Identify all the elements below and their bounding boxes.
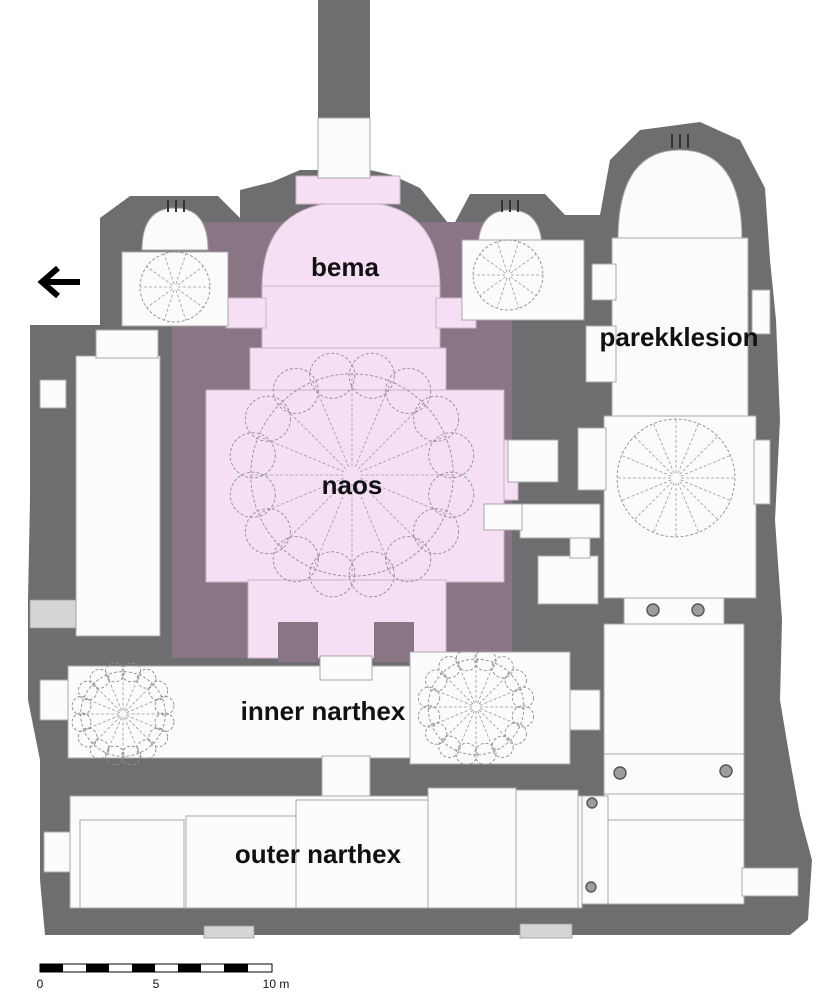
dome [139,251,211,323]
dome [229,352,475,598]
left-arrow-icon [37,265,80,299]
scale-tick-10: 10 m [263,977,290,991]
label-outer-narthex: outer narthex [235,839,402,869]
dome [71,662,175,766]
label-bema: bema [311,252,379,282]
columns [585,603,733,893]
label-parekklesion: parekklesion [600,322,759,352]
scale-tick-5: 5 [153,977,160,991]
column [586,797,598,809]
label-inner-narthex: inner narthex [241,696,406,726]
naos-bema-highlight [172,175,519,662]
column [646,603,660,617]
dome [472,239,544,311]
dome [616,418,736,538]
scale-bar: 0 5 10 m [37,963,290,991]
thresholds [29,599,573,939]
domes [71,239,736,766]
column [585,881,597,893]
label-naos: naos [322,470,383,500]
dome [417,648,535,766]
column [719,764,733,778]
column [613,766,627,780]
rooms [39,117,799,909]
scale-tick-0: 0 [37,977,44,991]
column [691,603,705,617]
apse-windows [167,134,689,212]
